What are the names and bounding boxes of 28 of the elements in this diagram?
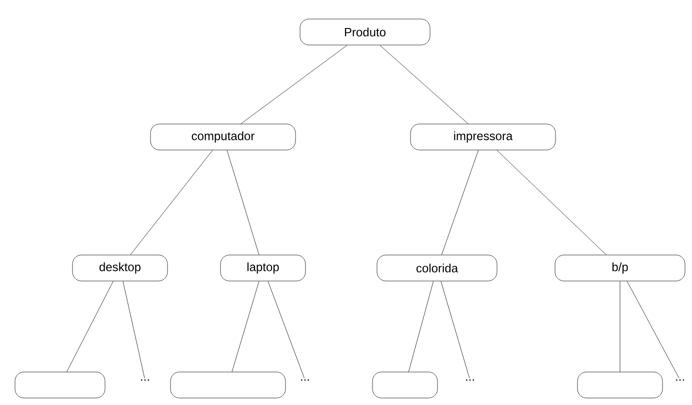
connector-line xyxy=(122,281,145,378)
connector-line xyxy=(626,281,680,378)
brand-box xyxy=(14,372,106,398)
category-box: desktop xyxy=(72,254,168,282)
connector-line xyxy=(66,281,114,372)
category-box: colorida xyxy=(376,254,498,282)
connector-line xyxy=(441,150,479,255)
connector-line xyxy=(380,45,468,124)
connector-line xyxy=(496,150,606,255)
category-box: computador xyxy=(150,124,296,150)
ellipsis: ... xyxy=(466,379,474,381)
connector-line xyxy=(440,281,470,378)
category-box: b/p xyxy=(554,254,686,282)
connector-line xyxy=(408,281,434,372)
connector-line xyxy=(268,281,305,378)
ellipsis: ... xyxy=(676,379,684,381)
connector-line xyxy=(240,45,348,124)
ellipsis: ... xyxy=(301,379,309,381)
category-box: impressora xyxy=(410,124,556,150)
category-box: Produto xyxy=(300,18,430,46)
connector-line xyxy=(232,281,260,372)
category-box: laptop xyxy=(220,254,306,282)
connector-line xyxy=(130,150,213,255)
connector-line xyxy=(226,150,260,255)
brand-box xyxy=(577,372,663,398)
ellipsis: ... xyxy=(141,379,149,381)
brand-box xyxy=(170,372,286,398)
brand-box xyxy=(372,372,438,398)
